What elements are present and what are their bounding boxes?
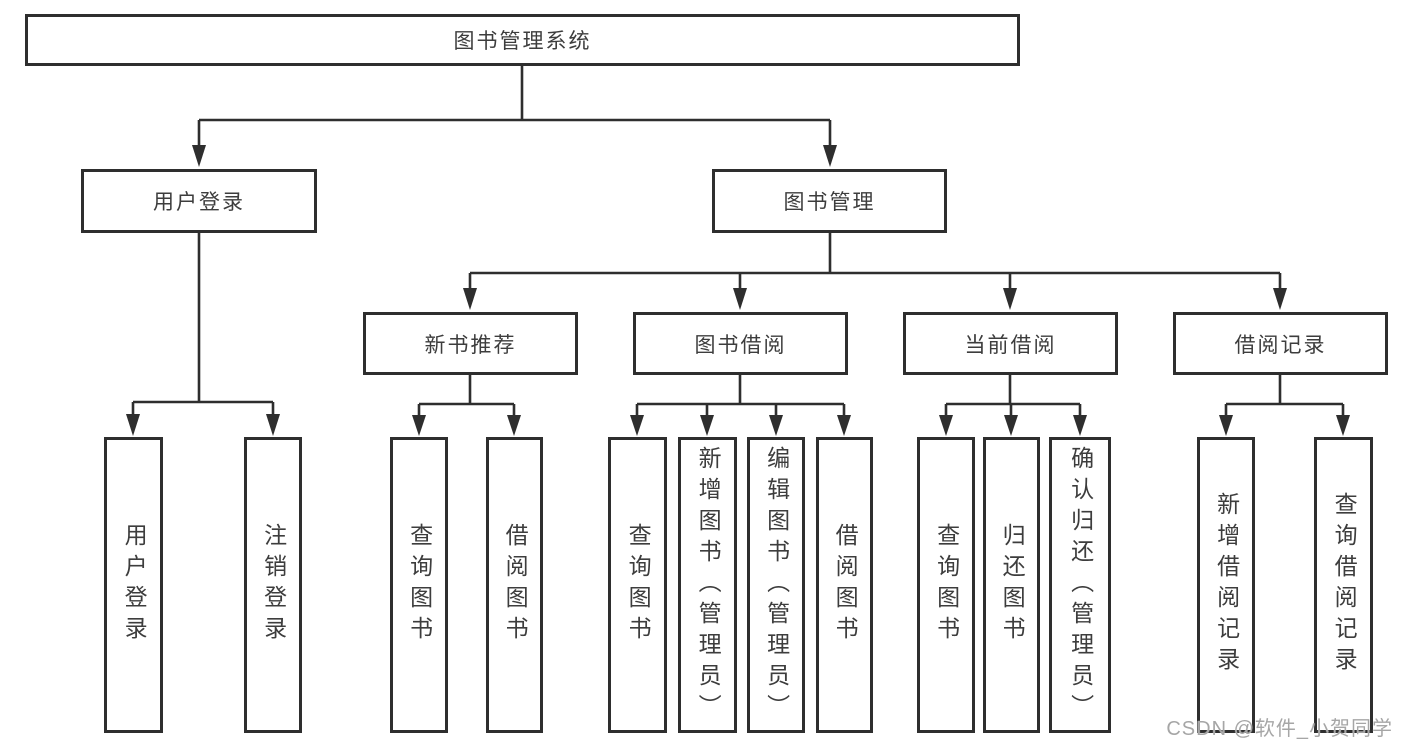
- node-leaf-borrow-query-books: 查询图书: [608, 437, 667, 733]
- node-current-borrow: 当前借阅: [903, 312, 1118, 375]
- node-label: 查询图书: [933, 523, 960, 647]
- node-label: 图书借阅: [694, 333, 787, 357]
- node-borrow-records: 借阅记录: [1173, 312, 1388, 375]
- node-leaf-confirm-return-admin: 确认归还（管理员）: [1049, 437, 1111, 733]
- node-label: 新书推荐: [424, 333, 517, 357]
- node-leaf-return-books: 归还图书: [983, 437, 1040, 733]
- node-book-borrow: 图书借阅: [633, 312, 848, 375]
- node-leaf-current-query-books: 查询图书: [917, 437, 975, 733]
- node-leaf-query-borrow-record: 查询借阅记录: [1314, 437, 1373, 733]
- node-new-book-recommend: 新书推荐: [363, 312, 578, 375]
- node-leaf-recommend-query-books: 查询图书: [390, 437, 448, 733]
- node-label: 确认归还（管理员）: [1067, 445, 1094, 725]
- node-leaf-borrow-books: 借阅图书: [816, 437, 873, 733]
- node-label: 查询图书: [406, 523, 433, 647]
- connector-root-to-level2: [192, 66, 837, 167]
- node-leaf-add-books-admin: 新增图书（管理员）: [678, 437, 737, 733]
- node-label: 图书管理: [783, 191, 876, 214]
- node-leaf-add-borrow-record: 新增借阅记录: [1197, 437, 1255, 733]
- node-label: 借阅图书: [832, 523, 859, 647]
- connector-borrow-records-to-leaves: [1219, 375, 1350, 436]
- node-label: 注销登录: [260, 523, 287, 647]
- connector-book-management-to-level3: [463, 233, 1287, 310]
- node-library-management-system: 图书管理系统: [25, 14, 1020, 66]
- node-label: 新增图书（管理员）: [695, 445, 722, 725]
- node-user-login: 用户登录: [81, 169, 317, 233]
- node-label: 用户登录: [121, 523, 148, 647]
- node-leaf-user-login: 用户登录: [104, 437, 163, 733]
- connector-current-borrow-to-leaves: [939, 375, 1087, 436]
- node-label: 编辑图书（管理员）: [763, 445, 790, 725]
- node-label: 归还图书: [999, 523, 1026, 647]
- node-label: 查询借阅记录: [1331, 492, 1358, 678]
- connector-book-borrow-to-leaves: [630, 375, 851, 436]
- node-label: 借阅图书: [502, 523, 529, 647]
- node-leaf-recommend-borrow-books: 借阅图书: [486, 437, 543, 733]
- connector-new-book-recommend-to-leaves: [412, 375, 521, 436]
- node-book-management: 图书管理: [712, 169, 947, 233]
- node-label: 新增借阅记录: [1213, 492, 1240, 678]
- node-leaf-edit-books-admin: 编辑图书（管理员）: [747, 437, 805, 733]
- node-label: 图书管理系统: [453, 30, 592, 53]
- node-label: 当前借阅: [964, 333, 1057, 357]
- node-label: 用户登录: [153, 191, 245, 214]
- csdn-watermark: CSDN @软件_小贺同学: [1166, 718, 1393, 740]
- node-label: 查询图书: [625, 523, 652, 647]
- node-label: 借阅记录: [1234, 333, 1327, 357]
- node-leaf-logout: 注销登录: [244, 437, 302, 733]
- connector-user-login-to-leaves: [126, 233, 280, 436]
